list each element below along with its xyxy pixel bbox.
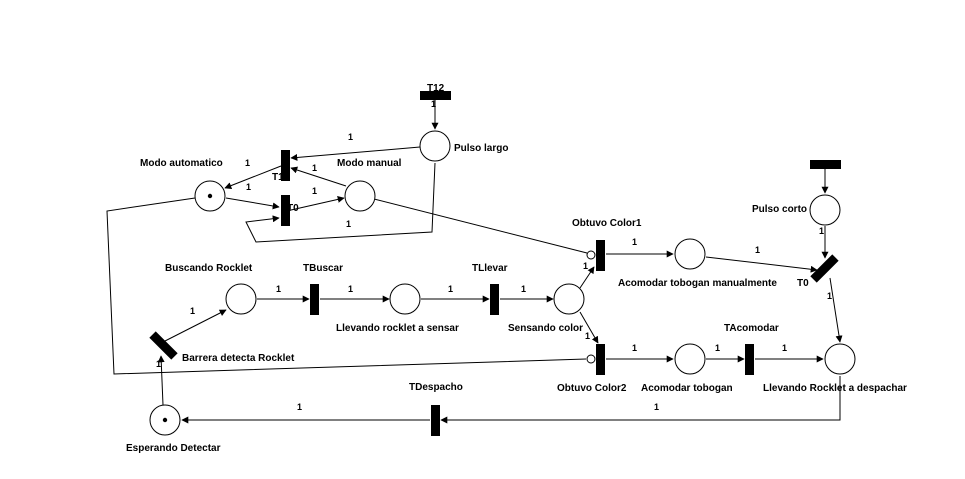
weight-label: 1 <box>827 291 832 301</box>
token-esperando-detectar <box>162 417 168 423</box>
transition-obtuvo-color2 <box>596 344 605 375</box>
label-acomodar-tobogan-manualmente: Acomodar tobogan manualmente <box>618 278 777 289</box>
weight-label: 1 <box>585 331 590 341</box>
transition-tdespacho <box>431 405 440 436</box>
place-modo-manual <box>344 180 376 212</box>
arc-modo-manual-obtuvo-color1 <box>373 198 588 254</box>
arc-pulso-largo-t0-loop <box>245 162 436 243</box>
weight-label: 1 <box>448 284 453 294</box>
weight-label: 1 <box>190 306 195 316</box>
place-pulso-corto <box>809 194 841 226</box>
transition-tllevar <box>490 284 499 315</box>
arc-modo-automatico-obtuvo-color2 <box>106 197 587 375</box>
weight-label: 1 <box>297 402 302 412</box>
label-t0-left: T0 <box>287 203 299 214</box>
places <box>149 130 856 436</box>
token-modo-automatico <box>207 193 213 199</box>
weight-label: 1 <box>348 132 353 142</box>
transitions <box>149 91 841 436</box>
weight-label: 1 <box>312 163 317 173</box>
arcs <box>106 100 843 424</box>
arc-modo-manual-t1 <box>290 166 347 187</box>
weight-label: 1 <box>715 343 720 353</box>
transition-tacomodar <box>745 344 754 375</box>
place-acomodar-tobogan <box>674 343 706 375</box>
label-tacomodar: TAcomodar <box>724 323 779 334</box>
arc-t1-modo-automatico <box>224 165 282 189</box>
arc-llevando-despachar-tdespacho <box>440 376 841 424</box>
weight-label: 1 <box>312 186 317 196</box>
arc-t0-modo-manual <box>290 195 345 211</box>
transition-t12 <box>420 91 451 100</box>
label-tllevar: TLlevar <box>472 263 508 274</box>
arc-acomodar-manual-t0 <box>705 256 818 273</box>
place-sensando-color <box>553 283 585 315</box>
weight-label: 1 <box>156 359 161 369</box>
arc-barrera-buscando <box>164 309 227 342</box>
inhibitor-obtuvo-color2 <box>586 354 596 364</box>
arc-modo-automatico-t0 <box>225 197 280 210</box>
label-buscando-rocklet: Buscando Rocklet <box>165 263 253 274</box>
weight-label: 1 <box>782 343 787 353</box>
weight-label: 1 <box>654 402 659 412</box>
label-t1: T1 <box>272 172 284 183</box>
weight-label: 1 <box>632 237 637 247</box>
label-t0-right: T0 <box>797 278 809 289</box>
arc-pulso-largo-t1 <box>290 146 421 161</box>
place-pulso-largo <box>419 130 451 162</box>
weight-label: 1 <box>276 284 281 294</box>
inhibitor-obtuvo-color1 <box>586 250 596 260</box>
label-esperando-detectar: Esperando Detectar <box>126 443 221 454</box>
label-obtuvo-color2: Obtuvo Color2 <box>557 383 627 394</box>
label-t12: T12 <box>427 83 445 94</box>
label-barrera: Barrera detecta Rocklet <box>182 353 295 364</box>
label-obtuvo-color1: Obtuvo Color1 <box>572 218 642 229</box>
weight-label: 1 <box>246 182 251 192</box>
weight-label: 1 <box>431 99 436 109</box>
label-tbuscar: TBuscar <box>303 263 343 274</box>
label-pulso-largo: Pulso largo <box>454 143 508 154</box>
weight-label: 1 <box>346 219 351 229</box>
transition-t-top-right <box>810 160 841 169</box>
label-pulso-corto: Pulso corto <box>752 204 807 215</box>
arc-sensando-obtuvo-color1 <box>579 266 595 289</box>
place-llevando-rocklet-despachar <box>824 343 856 375</box>
place-acomodar-tobogan-manualmente <box>674 238 706 270</box>
label-acomodar-tobogan: Acomodar tobogan <box>641 383 733 394</box>
label-llevando-rocklet-sensar: Llevando rocklet a sensar <box>336 323 459 334</box>
transition-tbuscar <box>310 284 319 315</box>
label-modo-manual: Modo manual <box>337 158 402 169</box>
weight-label: 1 <box>583 261 588 271</box>
weight-label: 1 <box>521 284 526 294</box>
arc-sensando-obtuvo-color2 <box>579 311 599 344</box>
label-tdespacho: TDespacho <box>409 382 463 393</box>
transition-t0-left <box>281 195 290 226</box>
weight-label: 1 <box>245 158 250 168</box>
transition-t1 <box>281 150 290 181</box>
transition-barrera <box>149 331 178 360</box>
weight-label: 1 <box>819 226 824 236</box>
weight-label: 1 <box>348 284 353 294</box>
arc-t0-llevando-despachar <box>829 277 843 343</box>
weight-label: 1 <box>632 343 637 353</box>
label-modo-automatico: Modo automatico <box>140 158 223 169</box>
arc-esperando-barrera <box>157 355 165 406</box>
transition-obtuvo-color1 <box>596 240 605 271</box>
transition-t0-right <box>810 254 839 283</box>
place-llevando-rocklet-sensar <box>389 283 421 315</box>
place-buscando-rocklet <box>225 283 257 315</box>
label-sensando-color: Sensando color <box>508 323 583 334</box>
labels: T12 Pulso largo Modo automatico Modo man… <box>126 83 907 454</box>
weight-label: 1 <box>755 245 760 255</box>
arc-weights: 1 1 1 1 1 1 1 1 1 1 1 1 1 1 1 1 1 1 1 1 … <box>156 99 832 412</box>
label-llevando-rocklet-despachar: Llevando Rocklet a despachar <box>763 383 907 394</box>
